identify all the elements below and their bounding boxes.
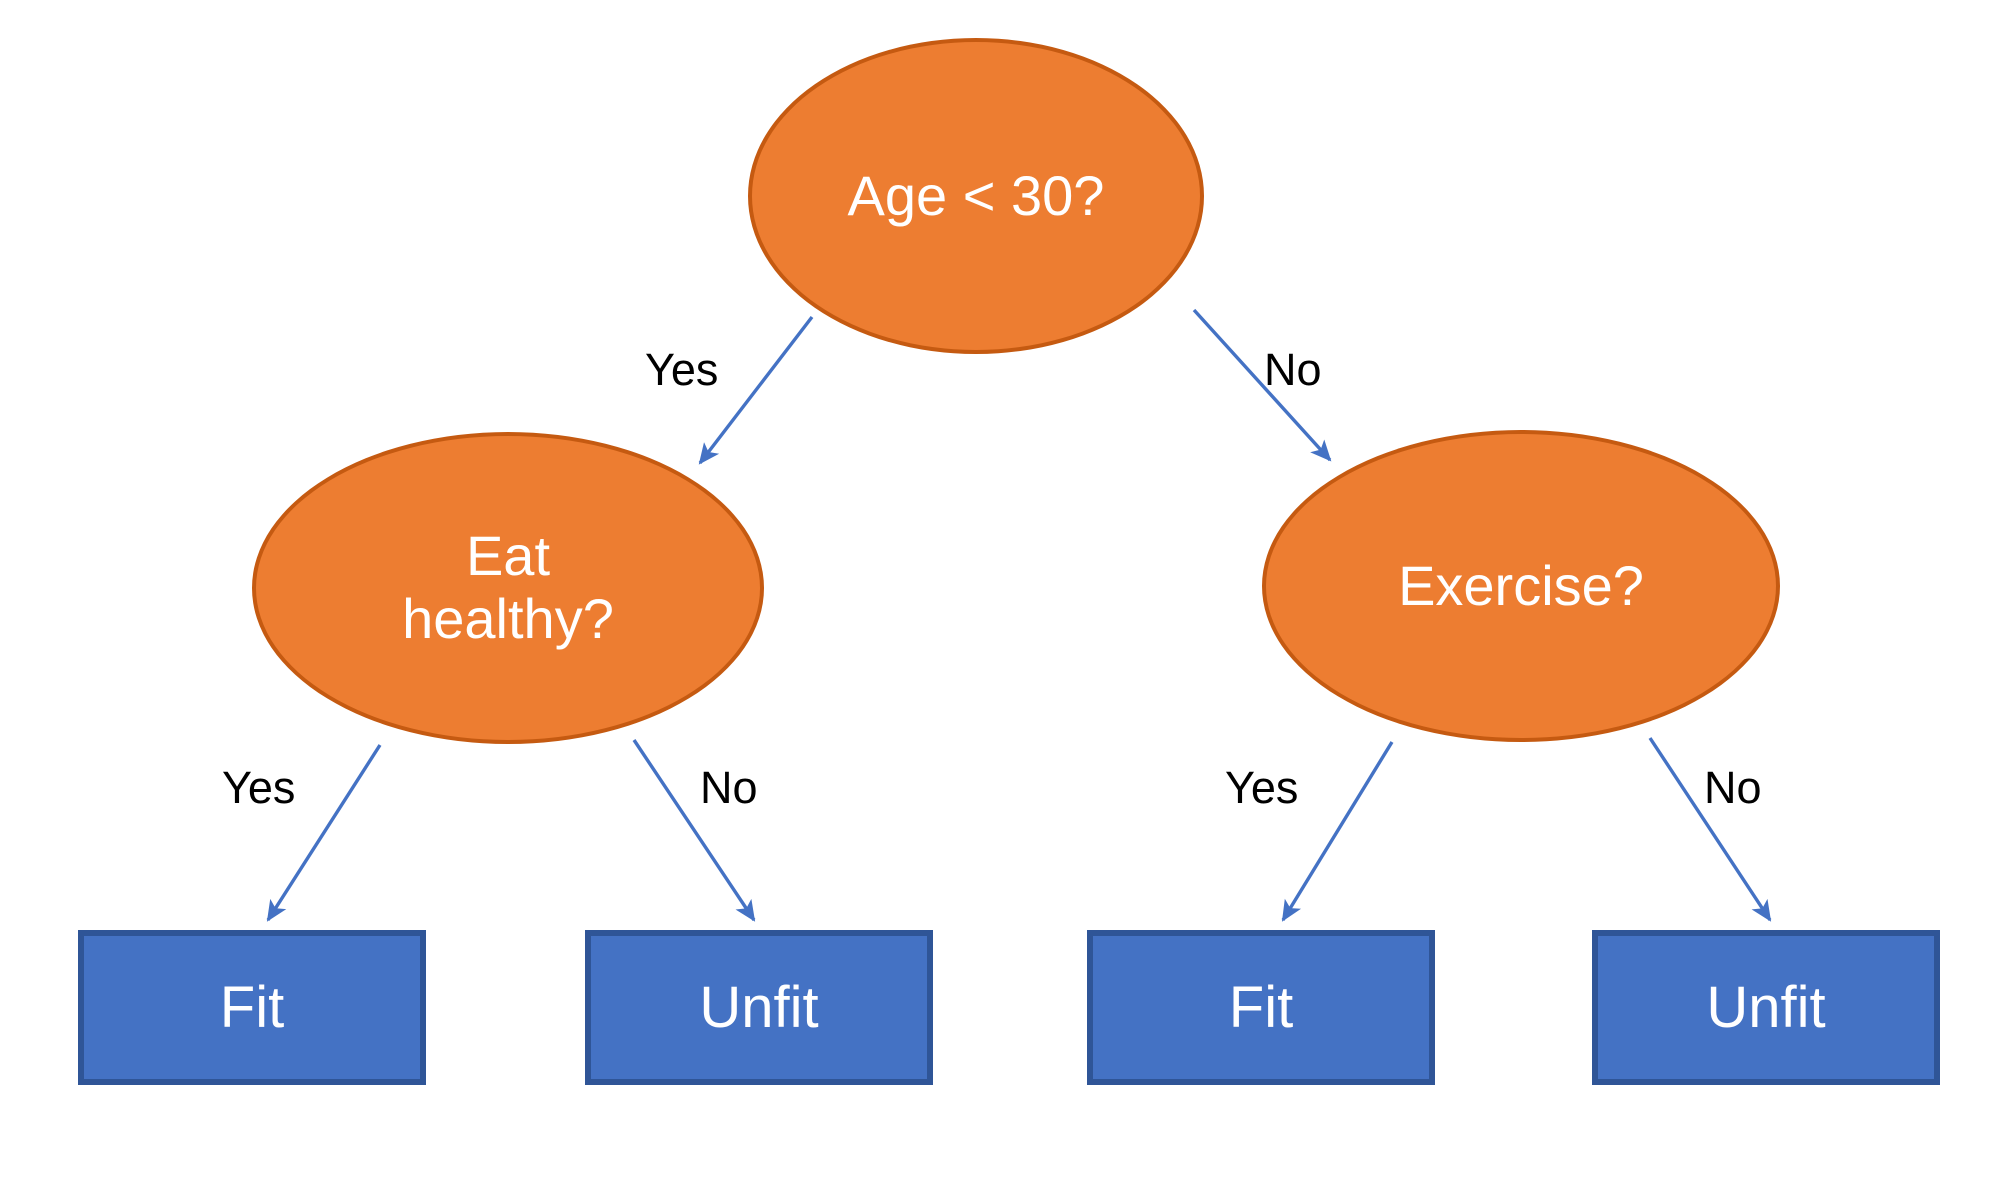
leaf-node-unfit-1[interactable]: Unfit — [585, 930, 933, 1085]
decision-node-exercise[interactable]: Exercise? — [1262, 430, 1780, 742]
leaf-node-fit-2[interactable]: Fit — [1087, 930, 1435, 1085]
edge-label-root-yes: Yes — [645, 344, 719, 395]
edge-label-exercise-yes: Yes — [1225, 762, 1299, 813]
decision-node-eat-healthy[interactable]: Eat healthy? — [252, 432, 764, 744]
edge-label-eat-no: No — [700, 762, 758, 813]
edge-label-eat-yes: Yes — [222, 762, 296, 813]
leaf-node-unfit-2[interactable]: Unfit — [1592, 930, 1940, 1085]
edge-label-root-no: No — [1264, 344, 1322, 395]
edge-exercise-to-fit — [1281, 741, 1394, 922]
decision-node-age[interactable]: Age < 30? — [748, 38, 1204, 354]
leaf-node-fit-1[interactable]: Fit — [78, 930, 426, 1085]
edge-label-exercise-no: No — [1704, 762, 1762, 813]
